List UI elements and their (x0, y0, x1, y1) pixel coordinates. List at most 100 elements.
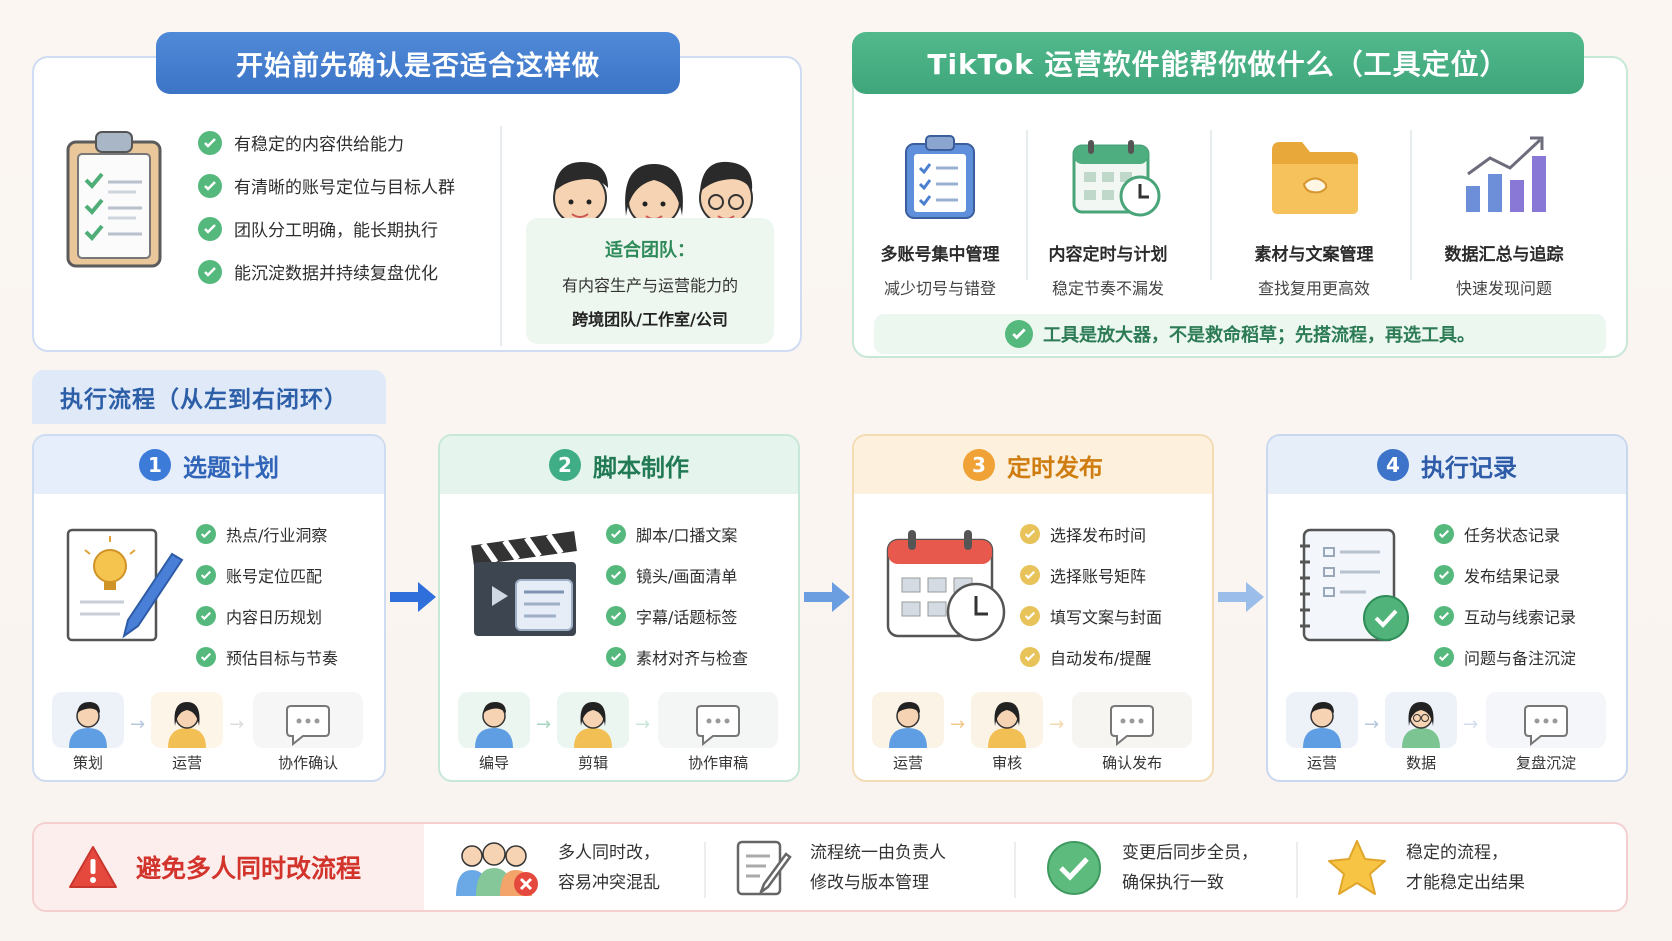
chat-bubble-icon (1110, 705, 1155, 747)
arrow-right-icon: → (130, 714, 146, 735)
warning-item-line: 变更后同步全员， (1122, 843, 1258, 863)
suitability-banner: 开始前先确认是否适合这样做 (156, 32, 680, 94)
team-type: 跨境团队/工作室/公司 (572, 310, 728, 329)
flow-arrow-icon (804, 582, 850, 612)
step-item: 互动与线索记录 (1434, 604, 1576, 628)
check-icon (196, 524, 216, 544)
divider (1296, 842, 1298, 898)
warning-bar: 避免多人同时改流程 多人同时改， 容易冲突混乱 流程统一由负责人 修改与版本管理 (32, 822, 1628, 912)
warning-icon (69, 846, 117, 888)
step-item: 任务状态记录 (1434, 522, 1576, 546)
step-item-label: 问题与备注沉淀 (1464, 649, 1577, 668)
divider (1026, 130, 1028, 280)
step-item-label: 互动与线索记录 (1464, 608, 1577, 627)
warning-item-text: 变更后同步全员， 确保执行一致 (1122, 838, 1258, 898)
step-roles: 运营 → 数据 → 复盘沉淀 (1286, 692, 1608, 774)
check-label: 有清晰的账号定位与目标人群 (234, 178, 455, 198)
step-title: 执行记录 (1421, 453, 1517, 482)
warning-title: 避免多人同时改流程 (136, 854, 362, 883)
divider (1410, 130, 1412, 280)
suitability-card: 有稳定的内容供给能力 有清晰的账号定位与目标人群 团队分工明确，能长期执行 能沉… (32, 56, 802, 352)
chart-icon (1466, 136, 1546, 212)
check-icon (196, 565, 216, 585)
person-female-icon (168, 702, 207, 748)
step-header: 1 选题计划 (34, 436, 384, 494)
step-item-label: 任务状态记录 (1464, 526, 1561, 545)
star-icon (1328, 840, 1386, 895)
step-item: 内容日历规划 (196, 604, 338, 628)
flow-section-label: 执行流程（从左到右闭环） (32, 370, 386, 424)
check-item: 有清晰的账号定位与目标人群 (198, 173, 455, 198)
step-items: 选择发布时间 选择账号矩阵 填写文案与封面 自动发布/提醒 (1020, 522, 1162, 686)
check-item: 有稳定的内容供给能力 (198, 130, 455, 155)
step-items: 热点/行业洞察 账号定位匹配 内容日历规划 预估目标与节奏 (196, 522, 338, 686)
tool-sub: 稳定节奏不漏发 (1051, 279, 1164, 298)
step-item-label: 热点/行业洞察 (226, 526, 328, 545)
warning-item-text: 多人同时改， 容易冲突混乱 (558, 838, 660, 898)
role-operator: 运营 (151, 692, 224, 773)
divider (704, 842, 706, 898)
role-label: 复盘沉淀 (1516, 754, 1577, 772)
tool-banner: TikTok 运营软件能帮你做什么（工具定位） (852, 32, 1584, 94)
check-label: 团队分工明确，能长期执行 (234, 221, 438, 241)
flow-arrow-icon (1218, 582, 1264, 612)
step-item-label: 账号定位匹配 (226, 567, 323, 586)
clipboard-icon (905, 135, 975, 219)
chat-bubble-icon (286, 705, 331, 747)
group-conflict-icon (456, 842, 538, 896)
step-title: 脚本制作 (593, 453, 689, 482)
check-icon (606, 524, 626, 544)
step-item: 问题与备注沉淀 (1434, 645, 1576, 669)
arrow-right-icon: → (536, 714, 552, 735)
step-item: 发布结果记录 (1434, 563, 1576, 587)
step-topic-planning: 1 选题计划 热点/行业洞察 账号定位匹配 内容日历规划 预估目标与节奏 策划 … (32, 434, 386, 782)
chat-bubble-icon (1524, 705, 1569, 747)
step-number: 2 (549, 449, 581, 481)
role-confirm: 确认发布 (1070, 692, 1194, 773)
step-item-label: 选择账号矩阵 (1050, 567, 1147, 586)
check-icon (606, 647, 626, 667)
step-roles: 编导 → 剪辑 → 协作审稿 (458, 692, 780, 774)
team-desc: 有内容生产与运营能力的 (561, 276, 738, 295)
step-roles: 策划 → 运营 → 协作确认 (52, 692, 366, 774)
step-item-label: 素材对齐与检查 (636, 649, 749, 668)
role-review: 协作审稿 (656, 692, 780, 773)
step-item-label: 脚本/口播文案 (636, 526, 738, 545)
check-icon (1005, 320, 1033, 348)
idea-document-icon (66, 528, 184, 642)
step-item: 预估目标与节奏 (196, 645, 338, 669)
step-item-label: 发布结果记录 (1464, 567, 1561, 586)
step-number: 4 (1377, 449, 1409, 481)
warning-item-line: 容易冲突混乱 (558, 873, 660, 893)
step-item: 素材对齐与检查 (606, 645, 748, 669)
role-label: 运营 (1306, 754, 1337, 772)
check-icon (196, 647, 216, 667)
notebook-check-icon (1300, 528, 1409, 642)
check-icon (1434, 606, 1454, 626)
clapperboard-icon (471, 531, 577, 636)
check-icon (1434, 524, 1454, 544)
role-label: 协作确认 (278, 754, 339, 772)
role-data: 数据 (1385, 692, 1458, 773)
flow-arrow-icon (390, 582, 436, 612)
person-female-icon (574, 702, 613, 748)
team-title: 适合团队： (605, 240, 695, 261)
step-script-production: 2 脚本制作 脚本/口播文案 镜头/画面清单 字幕/话题标签 素材对齐与检查 编… (438, 434, 800, 782)
check-icon (606, 606, 626, 626)
person-female-glasses-icon (1402, 702, 1441, 748)
check-icon (1020, 524, 1040, 544)
step-roles: 运营 → 审核 → 确认发布 (872, 692, 1194, 774)
role-label: 运营 (892, 754, 923, 772)
step-item: 账号定位匹配 (196, 563, 338, 587)
step-item-label: 内容日历规划 (226, 608, 323, 627)
step-number: 1 (139, 449, 171, 481)
tool-title: 内容定时与计划 (1048, 245, 1168, 265)
check-icon (198, 173, 222, 198)
tool-title: 多账号集中管理 (880, 245, 1000, 265)
step-header: 2 脚本制作 (440, 436, 798, 494)
role-label: 运营 (172, 754, 203, 772)
warning-title-block: 避免多人同时改流程 (34, 824, 424, 910)
role-reviewer: 审核 (971, 692, 1044, 773)
step-number: 3 (963, 449, 995, 481)
role-label: 策划 (72, 754, 103, 772)
